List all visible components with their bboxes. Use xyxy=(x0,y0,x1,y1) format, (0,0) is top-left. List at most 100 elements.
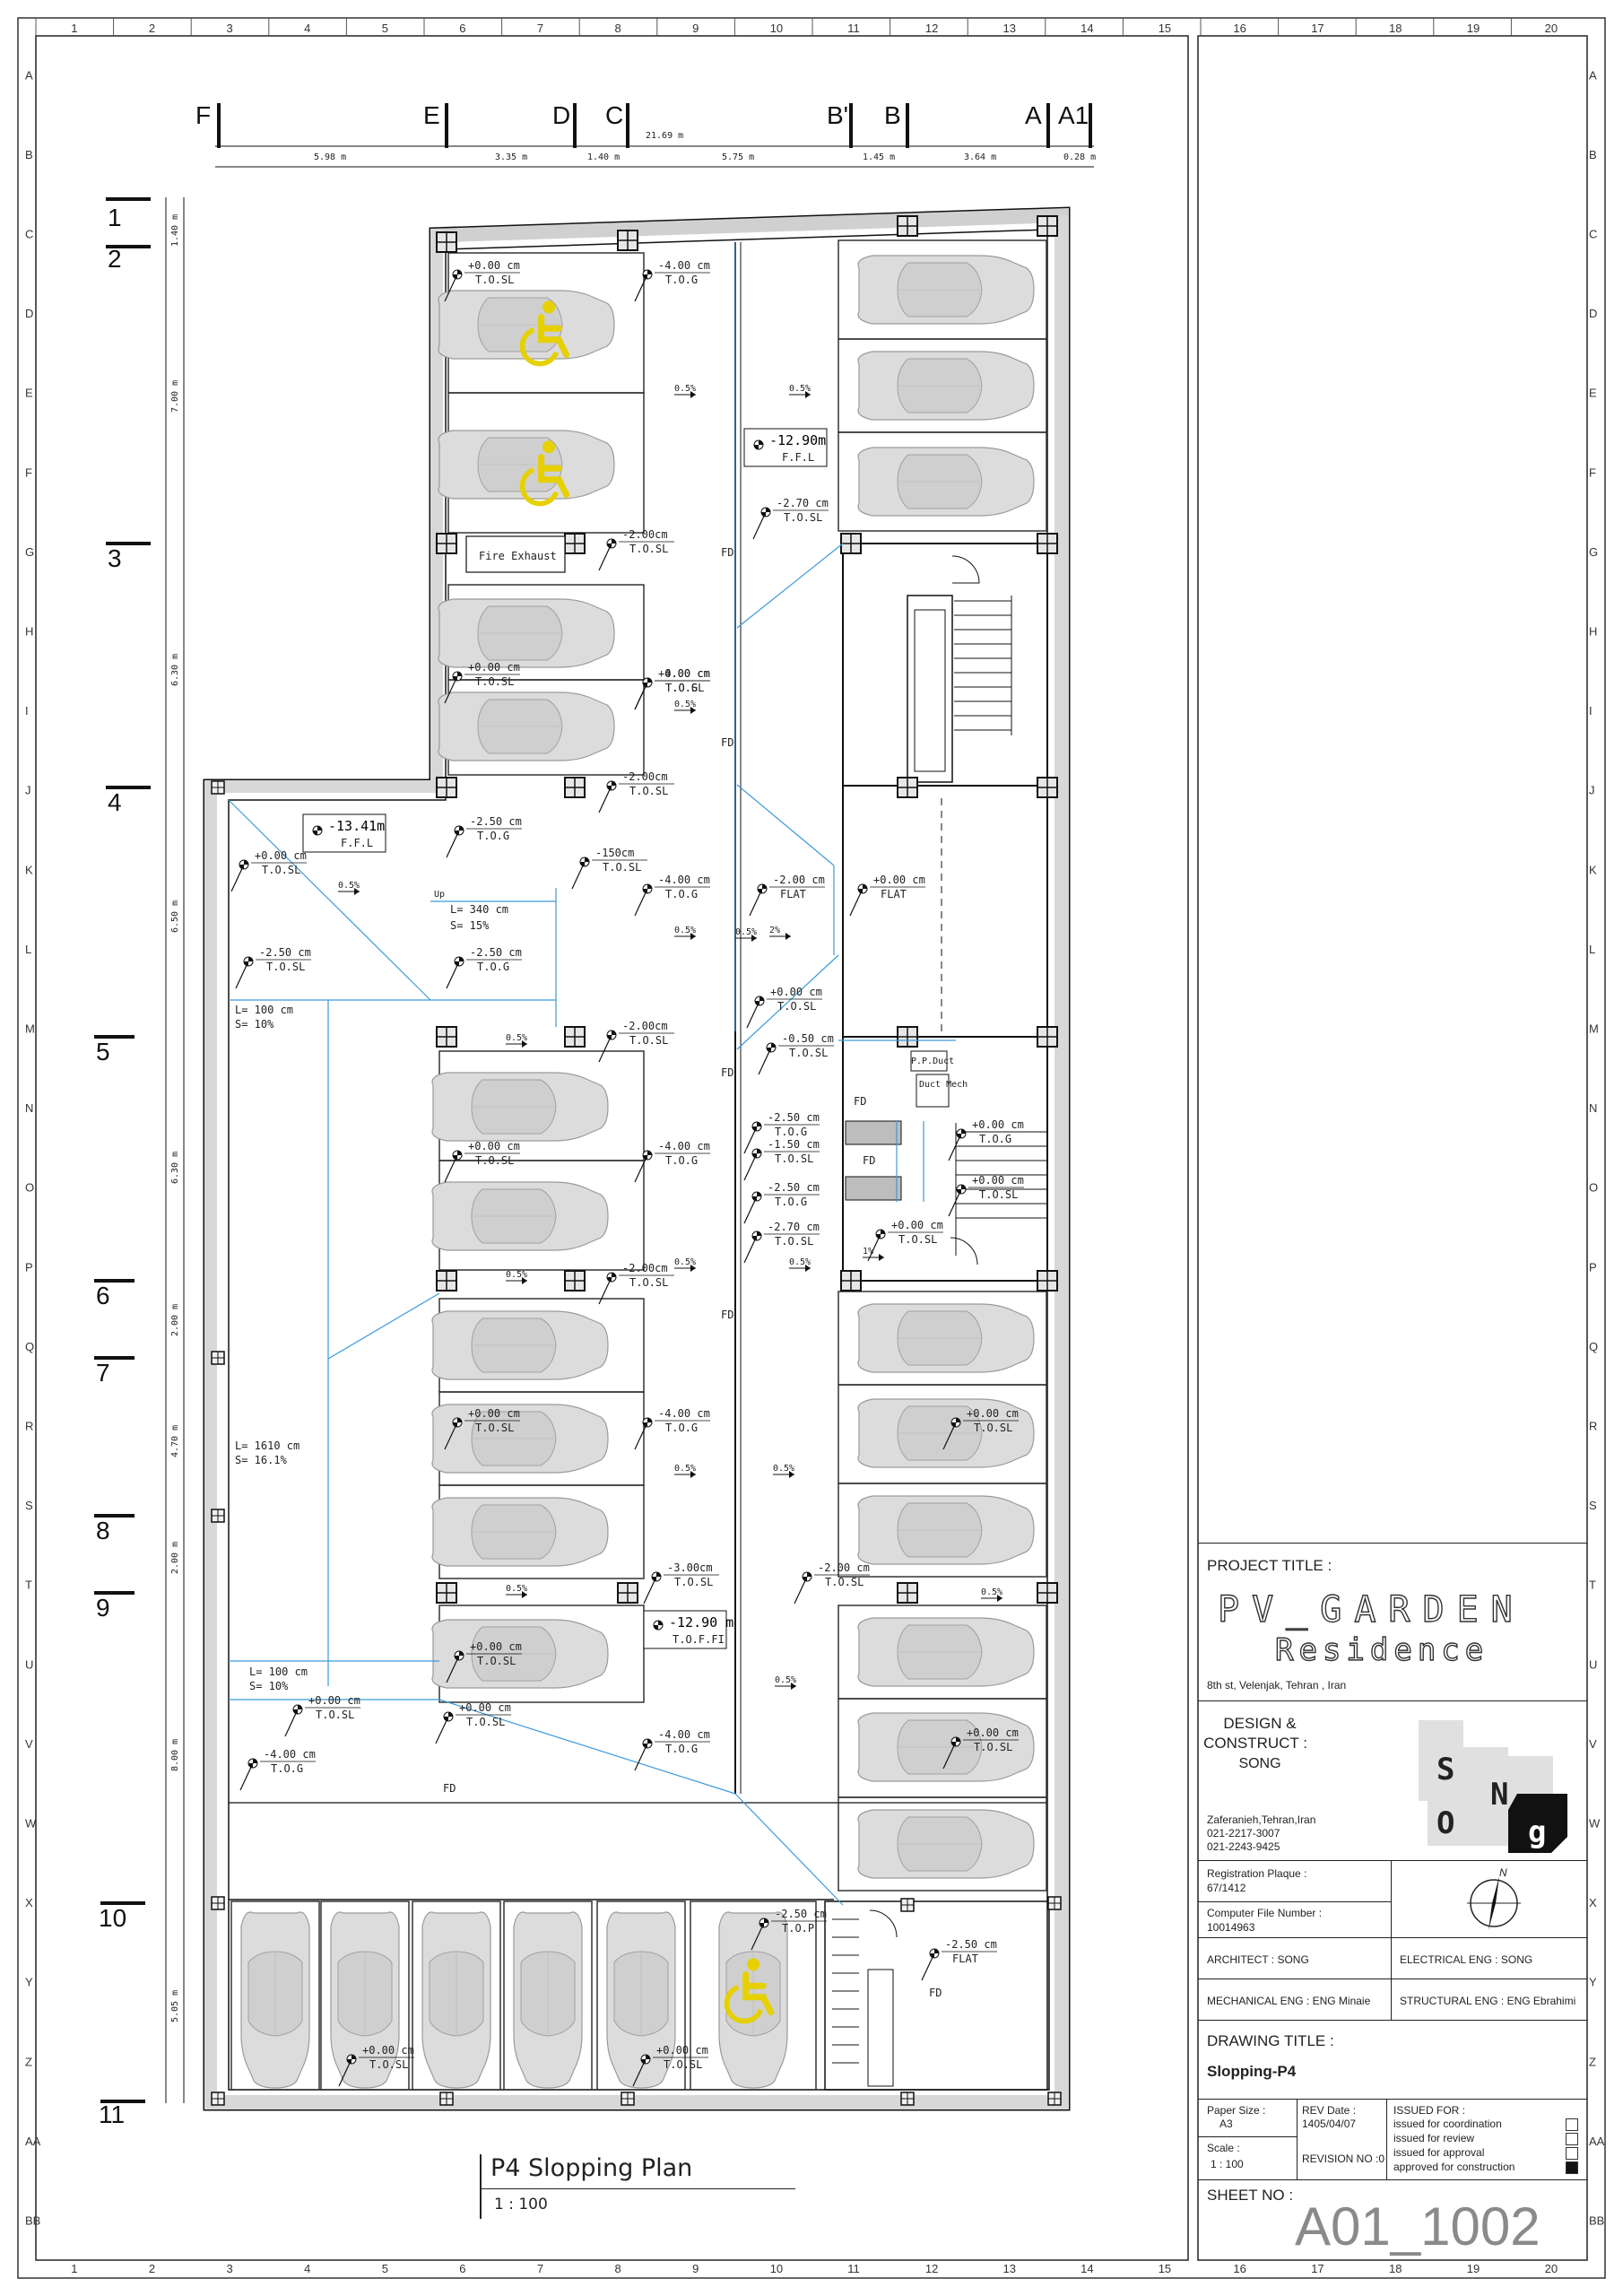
issued-item: issued for coordination xyxy=(1393,2118,1582,2132)
elevation-value: -150cm xyxy=(595,847,634,859)
border-col-label: 10 xyxy=(770,22,783,35)
border-row-label: BB xyxy=(25,2214,40,2228)
slope-mark: 2% xyxy=(769,926,791,940)
border-row-label: Y xyxy=(1589,1976,1597,1989)
pp-duct-label: P.P.Duct xyxy=(911,1057,954,1066)
elevation-value: +0.00 cm xyxy=(656,2044,708,2057)
project-address: 8th st, Velenjak, Tehran , Iran xyxy=(1207,1679,1347,1692)
elevation-value: +0.00 cm xyxy=(770,986,822,998)
ramp-length: L= 340 cm xyxy=(450,903,508,916)
ramp-annotations: L= 340 cm S= 15% L= 100 cm S= 10% L= 161… xyxy=(235,903,508,1692)
dimension-label: 7.00 m xyxy=(170,380,180,413)
elevation-tag: -0.50 cmT.O.SL xyxy=(758,1032,834,1075)
border-col-label: 17 xyxy=(1311,2262,1324,2275)
level-box-left: -13.41m F.F.L xyxy=(302,813,386,853)
elevation-tag: -2.70 cmT.O.SL xyxy=(743,1221,820,1264)
svg-text:0.5%: 0.5% xyxy=(674,700,696,709)
border-col-label: 10 xyxy=(770,2262,783,2275)
border-row-label: S xyxy=(25,1499,33,1512)
border-col-label: 9 xyxy=(692,22,699,35)
elevation-type: T.O.SL xyxy=(475,1154,514,1167)
level-label: F.F.L xyxy=(341,837,373,849)
registration-value: 67/1412 xyxy=(1207,1882,1246,1894)
svg-text:1%: 1% xyxy=(863,1247,873,1257)
issued-checkbox[interactable] xyxy=(1566,2118,1578,2131)
border-col-label: 1 xyxy=(71,22,77,35)
overall-dimension: 21.69 m xyxy=(646,131,683,141)
border-row-label: K xyxy=(1589,863,1597,876)
border-row-label: C xyxy=(1589,228,1597,241)
issued-checkbox[interactable] xyxy=(1566,2161,1578,2174)
border-row-label: Q xyxy=(25,1340,34,1353)
elevation-value: -0.50 cm xyxy=(782,1032,834,1045)
drawing-frame xyxy=(35,35,1189,2261)
issued-item: issued for review xyxy=(1393,2132,1582,2146)
svg-text:0.5%: 0.5% xyxy=(789,384,811,394)
issued-checkbox[interactable] xyxy=(1566,2133,1578,2145)
elevation-type: T.O.SL xyxy=(775,1235,813,1248)
elevation-tag: +0.00 cmT.O.SL xyxy=(446,1640,522,1683)
border-row-label: E xyxy=(1589,387,1597,400)
drawing-title-label: DRAWING TITLE : xyxy=(1207,2032,1334,2049)
border-col-label: 1 xyxy=(71,2262,77,2275)
elevation-type: T.O.SL xyxy=(784,511,822,524)
issued-checkbox[interactable] xyxy=(1566,2147,1578,2160)
elevation-type: T.O.SL xyxy=(475,675,514,688)
border-row-label: V xyxy=(1589,1737,1597,1751)
rev-date-value: 1405/04/07 xyxy=(1302,2118,1357,2130)
rev-date-label: REV Date : xyxy=(1302,2104,1357,2117)
elevation-type: T.O.G xyxy=(665,1743,698,1755)
elevation-tag: +0.00 cmT.O.SL xyxy=(444,259,520,302)
slope-mark: 0.5% xyxy=(506,1033,527,1048)
border-col-label: 12 xyxy=(925,2262,938,2275)
floor-drain-label: FD xyxy=(854,1095,866,1108)
stair-core-lower xyxy=(842,1036,1048,1282)
elevation-value: -2.50 cm xyxy=(470,815,522,828)
border-row-label: G xyxy=(1589,545,1598,559)
axis-label: 3 xyxy=(108,544,122,572)
elevation-value: +0.00 cm xyxy=(470,1640,522,1653)
elevation-value: +0.00 cm xyxy=(468,1407,520,1420)
slope-mark: 0.5% xyxy=(775,1675,796,1690)
svg-text:N: N xyxy=(1490,1777,1508,1813)
border-col-label: 2 xyxy=(149,2262,155,2275)
elevation-type: T.O.SL xyxy=(775,1152,813,1165)
electrical-credit: ELECTRICAL ENG : SONG xyxy=(1400,1953,1533,1966)
slope-mark: 0.5% xyxy=(506,1584,527,1598)
grid-axes-left xyxy=(94,197,185,2103)
border-col-label: 4 xyxy=(304,22,310,35)
border-row-label: K xyxy=(25,863,33,876)
border-row-label: L xyxy=(1589,943,1595,956)
title-block-frame xyxy=(1197,35,1588,2261)
drawing-title-value: Slopping-P4 xyxy=(1207,2063,1297,2080)
axis-label: 10 xyxy=(99,1904,126,1932)
border-row-label: C xyxy=(25,228,33,241)
elevation-tag: -4.00 cmT.O.G xyxy=(634,259,710,302)
slope-lines xyxy=(228,242,956,1906)
elevation-tag: -4.00 cmT.O.G xyxy=(634,1728,710,1771)
border-col-label: 6 xyxy=(459,2262,465,2275)
elevation-type: FLAT xyxy=(952,1952,978,1965)
title-block: PROJECT TITLE : PV_GARDEN Residence 8th … xyxy=(1198,1543,1587,2260)
axis-label: A1 xyxy=(1058,101,1089,129)
dimension-label: 1.40 m xyxy=(587,152,620,162)
paper-size-value: A3 xyxy=(1219,2118,1233,2130)
elevation-type: T.O.SL xyxy=(629,785,668,797)
border-row-label: Z xyxy=(1589,2055,1596,2068)
elevation-tag: +0.00 cmT.O.SL xyxy=(444,661,520,704)
elevation-type: T.O.SL xyxy=(777,1000,816,1013)
company-address: Zaferanieh,Tehran,Iran xyxy=(1207,1813,1316,1826)
svg-text:0.5%: 0.5% xyxy=(674,1464,696,1474)
level-label: T.O.F.FI xyxy=(673,1633,725,1646)
border-row-label: T xyxy=(25,1578,32,1592)
elevation-type: T.O.G xyxy=(477,830,509,842)
elevation-value: +0.00 cm xyxy=(891,1219,943,1231)
border-row-label: B xyxy=(25,148,33,161)
sheet-no-label: SHEET NO : xyxy=(1207,2187,1294,2204)
elevation-value: +0.00 cm xyxy=(967,1407,1019,1420)
border-row-label: J xyxy=(25,784,31,797)
drawing-caption-title: P4 Slopping Plan xyxy=(490,2154,693,2182)
axis-label: B' xyxy=(827,101,848,129)
